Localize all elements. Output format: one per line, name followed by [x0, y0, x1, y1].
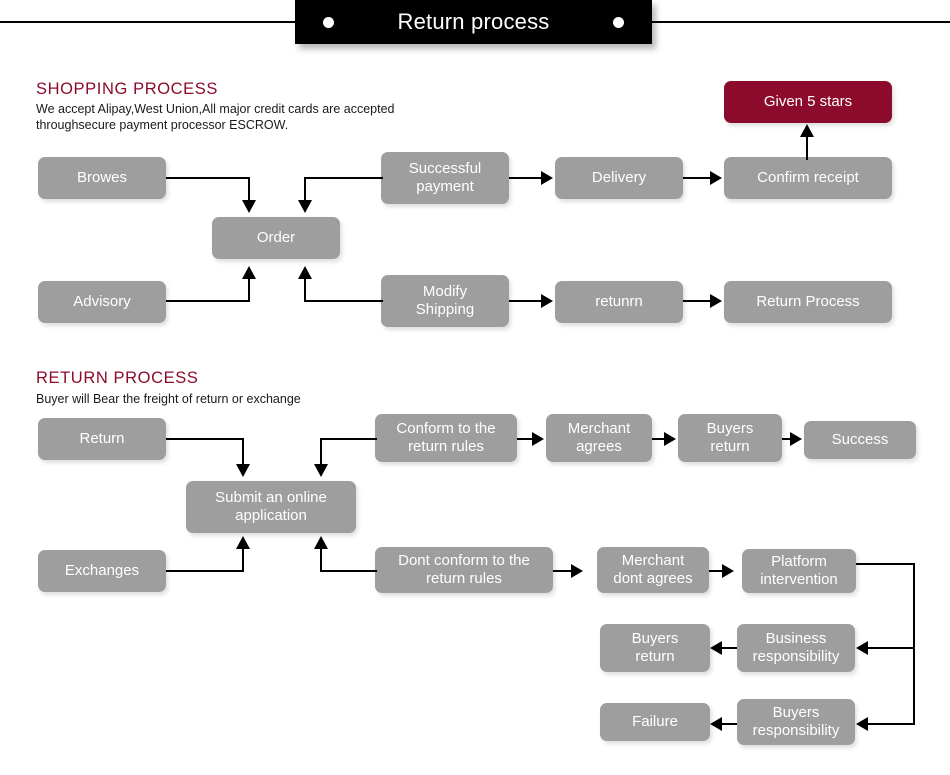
return-process-heading: RETURN PROCESS	[36, 369, 199, 387]
connector-dontconform-merchantdont	[553, 570, 573, 572]
arrowhead-delivery	[541, 171, 553, 185]
bullet-dot-right-icon	[613, 17, 624, 28]
connector-retunrn-returnprocess	[683, 300, 712, 302]
node-merchant-dont-agrees[interactable]: Merchant dont agrees	[597, 547, 709, 593]
connector-merchant-buyersreturn	[652, 438, 666, 440]
connector-browes-order-v	[248, 177, 250, 203]
connector-exchanges-submit-v	[242, 548, 244, 572]
arrowhead-merchant-agrees	[532, 432, 544, 446]
arrowhead-business-responsibility	[856, 641, 868, 655]
connector-advisory-order-v	[248, 278, 250, 302]
connector-conform-submit-h	[320, 438, 377, 440]
node-retunrn[interactable]: retunrn	[555, 281, 683, 323]
node-return[interactable]: Return	[38, 418, 166, 460]
node-given-5-stars[interactable]: Given 5 stars	[724, 81, 892, 123]
connector-advisory-order-h	[166, 300, 250, 302]
arrowhead-platform-intervention	[722, 564, 734, 578]
connector-delivery-confirm	[683, 177, 712, 179]
shopping-process-heading: SHOPPING PROCESS	[36, 80, 218, 98]
connector-return-submit-h	[166, 438, 244, 440]
connector-dontconform-submit-h	[320, 570, 377, 572]
arrowhead-confirm-receipt	[710, 171, 722, 185]
node-return-process[interactable]: Return Process	[724, 281, 892, 323]
node-dont-conform-return-rules[interactable]: Dont conform to the return rules	[375, 547, 553, 593]
node-order[interactable]: Order	[212, 217, 340, 259]
node-success[interactable]: Success	[804, 421, 916, 459]
arrowhead-into-submit-from-exchanges	[236, 536, 250, 549]
node-delivery[interactable]: Delivery	[555, 157, 683, 199]
connector-exchanges-submit-h	[166, 570, 244, 572]
arrowhead-buyers-responsibility	[856, 717, 868, 731]
node-conform-return-rules[interactable]: Conform to the return rules	[375, 414, 517, 462]
arrowhead-buyers-return-mid	[710, 641, 722, 655]
page-title: Return process	[397, 9, 550, 34]
connector-business-buyersreturn	[722, 647, 737, 649]
connector-payment-order-h	[304, 177, 383, 179]
connector-browes-order-h	[166, 177, 250, 179]
node-successful-payment[interactable]: Successful payment	[381, 152, 509, 204]
connector-modify-order-h	[304, 300, 383, 302]
arrowhead-retunrn	[541, 294, 553, 308]
connector-payment-delivery	[509, 177, 543, 179]
connector-conform-merchant	[517, 438, 534, 440]
arrowhead-into-submit-left	[236, 464, 250, 477]
arrowhead-merchant-dont-agrees	[571, 564, 583, 578]
connector-buyersreturn-success	[782, 438, 792, 440]
arrowhead-into-submit-from-dontconform	[314, 536, 328, 549]
connector-merchantdont-platform	[709, 570, 724, 572]
connector-dontconform-submit-v	[320, 548, 322, 572]
arrowhead-into-order-right	[298, 200, 312, 213]
connector-payment-order-v	[304, 177, 306, 203]
node-browes[interactable]: Browes	[38, 157, 166, 199]
node-platform-intervention[interactable]: Platform intervention	[742, 549, 856, 593]
node-buyers-return-mid[interactable]: Buyers return	[600, 624, 710, 672]
connector-return-submit-v	[242, 438, 244, 466]
connector-platform-bus-h	[856, 563, 915, 565]
connector-bus-business-h	[868, 647, 915, 649]
arrowhead-into-order-from-modify	[298, 266, 312, 279]
node-confirm-receipt[interactable]: Confirm receipt	[724, 157, 892, 199]
arrowhead-failure	[710, 717, 722, 731]
connector-conform-submit-v	[320, 438, 322, 466]
node-merchant-agrees[interactable]: Merchant agrees	[546, 414, 652, 462]
node-buyers-responsibility[interactable]: Buyers responsibility	[737, 699, 855, 745]
arrowhead-into-order-left	[242, 200, 256, 213]
arrowhead-into-submit-right	[314, 464, 328, 477]
shopping-process-description: We accept Alipay,West Union,All major cr…	[36, 102, 395, 132]
connector-modify-order-v	[304, 278, 306, 302]
arrowhead-return-process	[710, 294, 722, 308]
connector-bus-buyersresp-h	[868, 723, 915, 725]
node-failure[interactable]: Failure	[600, 703, 710, 741]
arrowhead-buyers-return-top	[664, 432, 676, 446]
connector-buyersresp-failure	[722, 723, 737, 725]
connector-confirm-stars	[806, 136, 808, 160]
connector-platform-bus-v	[913, 563, 915, 725]
return-process-description: Buyer will Bear the freight of return or…	[36, 392, 301, 406]
arrowhead-success	[790, 432, 802, 446]
connector-modify-retunrn	[509, 300, 543, 302]
arrowhead-into-order-from-advisory	[242, 266, 256, 279]
node-modify-shipping[interactable]: Modify Shipping	[381, 275, 509, 327]
node-exchanges[interactable]: Exchanges	[38, 550, 166, 592]
bullet-dot-left-icon	[323, 17, 334, 28]
arrowhead-given-5-stars	[800, 124, 814, 137]
node-advisory[interactable]: Advisory	[38, 281, 166, 323]
node-submit-online-application[interactable]: Submit an online application	[186, 481, 356, 533]
node-buyers-return-top[interactable]: Buyers return	[678, 414, 782, 462]
header-banner: Return process	[295, 0, 652, 44]
node-business-responsibility[interactable]: Business responsibility	[737, 624, 855, 672]
